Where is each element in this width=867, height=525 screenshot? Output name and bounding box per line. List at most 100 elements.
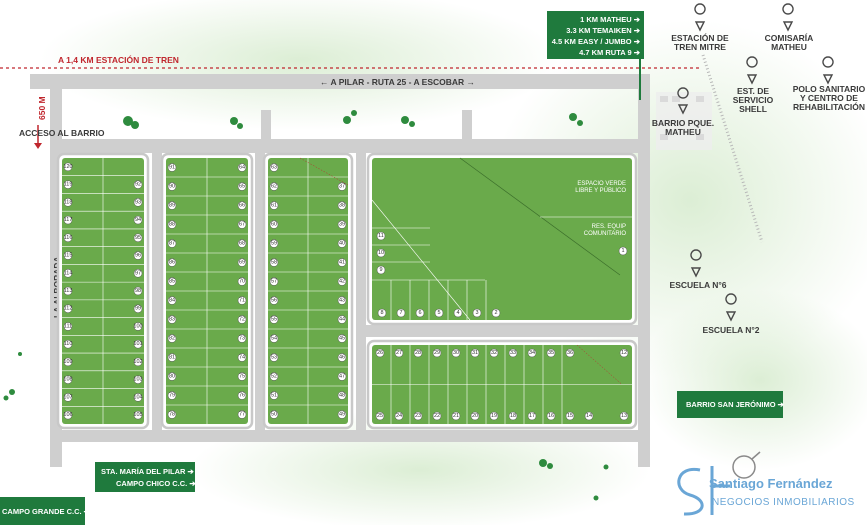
block-3-lot-60: 60 — [271, 222, 277, 228]
block-2-lot-86: 86 — [169, 260, 175, 266]
block-4-lot-9: 9 — [379, 267, 382, 273]
block-3-lot-62-marker — [269, 182, 279, 191]
block-3-lot-58: 58 — [271, 260, 277, 266]
block-4-lot-6: 6 — [418, 310, 421, 316]
lot-blocks: 1201191181171161151141131121111101091081… — [56, 152, 638, 430]
arrow-down-icon — [34, 143, 42, 149]
block-5-lot-19: 19 — [491, 413, 497, 419]
stub-road-1 — [261, 110, 271, 140]
main-road-label: ← A PILAR - RUTA 25 - A ESCOBAR → — [320, 77, 475, 87]
block-2-lot-77: 77 — [239, 412, 245, 418]
poi-comisaria: COMISARÍA MATHEU — [765, 3, 814, 52]
map-pin-icon — [782, 3, 794, 32]
block-1-lot-112: 112 — [64, 306, 73, 312]
block-2-lot-65-marker — [237, 182, 247, 191]
map-pin-icon — [677, 87, 689, 115]
block-1-lot-111-marker — [63, 322, 73, 331]
block-3-lot-47-marker — [337, 372, 347, 381]
res-equip-line1: RES. EQUIP — [592, 224, 626, 230]
svg-text:ESCUELA N°2: ESCUELA N°2 — [703, 325, 760, 335]
block-4-lot-7: 7 — [399, 310, 402, 316]
block-3-lot-61: 61 — [271, 203, 277, 209]
interior-road-a — [152, 139, 162, 442]
block-3-lot-47: 47 — [339, 374, 345, 380]
block-1-lot-100: 100 — [133, 323, 142, 329]
block-2-lot-85-marker — [167, 277, 177, 286]
poi-polo-sanitario: POLO SANITARIO Y CENTRO DE REHABILITACIÓ… — [793, 56, 866, 112]
sign-line-1: 1 KM MATHEU ➔ — [580, 15, 641, 24]
block-5-lot-16: 16 — [548, 413, 554, 419]
block-2-lot-76-marker — [237, 391, 247, 400]
block-3-lot-48-marker — [337, 391, 347, 400]
brand-logo: Santiago Fernández NEGOCIOS INMOBILIARIO… — [677, 451, 854, 516]
block-3-lot-46-marker — [337, 353, 347, 362]
block-1-lot-116: 116 — [64, 235, 73, 241]
block-3-lot-41: 41 — [339, 260, 345, 266]
block-2-lot-73-marker — [237, 334, 247, 343]
block-1-lot-108: 108 — [63, 377, 72, 383]
block-5-lot-20-marker — [470, 411, 480, 421]
block-2-lot-81-marker — [167, 353, 177, 362]
block-2-lot-76: 76 — [239, 393, 245, 399]
poi-estacion: ESTACIÓN DE TREN MITRE — [671, 3, 729, 52]
block-1-lot-98-marker — [133, 286, 143, 296]
block-3-lot-61-marker — [269, 201, 279, 210]
svg-text:COMISARÍA: COMISARÍA — [765, 33, 814, 43]
barrio-access-label: ACCESO AL BARRIO — [19, 128, 105, 138]
block-5-lot-27-marker — [394, 348, 404, 358]
block-2-lot-64-marker — [237, 163, 247, 172]
block-5-lot-25: 25 — [377, 413, 383, 419]
block-2-lot-89-marker — [167, 201, 177, 210]
block-2-lot-84: 84 — [169, 298, 175, 304]
block-5-lot-24-marker — [394, 411, 404, 421]
svg-text:SHELL: SHELL — [739, 104, 767, 114]
block-2-lot-65: 65 — [239, 184, 245, 190]
block-2-lot-73: 73 — [239, 336, 245, 342]
logo-monogram-icon — [677, 466, 730, 516]
block-1-lot-97: 97 — [135, 270, 141, 276]
interior-road-bottom — [50, 430, 650, 442]
block-5-lot-32: 32 — [491, 350, 497, 356]
block-5-lot-25-marker — [375, 411, 385, 421]
block-4-lot-4: 4 — [456, 310, 459, 316]
block-5-lot-13: 13 — [621, 413, 627, 419]
block-1-lot-103-marker — [133, 375, 143, 384]
svg-text:STA. MARÍA DEL PILAR ➔: STA. MARÍA DEL PILAR ➔ — [101, 467, 195, 476]
block-5-lot-27: 27 — [396, 350, 402, 356]
block-4-lot-8-marker — [377, 308, 387, 318]
svg-text:TREN MITRE: TREN MITRE — [674, 42, 726, 52]
block-5-lot-35-marker — [546, 348, 556, 358]
railway-track — [701, 54, 764, 243]
block-4-lot-5: 5 — [437, 310, 440, 316]
block-3-lot-55: 55 — [271, 317, 277, 323]
block-3-lot-63-marker — [269, 163, 279, 172]
espacio-verde-line2: LIBRE Y PÚBLICO — [575, 187, 626, 194]
svg-text:BARRIO PQUE.: BARRIO PQUE. — [652, 118, 714, 128]
svg-text:Y CENTRO DE: Y CENTRO DE — [800, 93, 858, 103]
block-1-lot-116-marker — [63, 233, 73, 243]
block-1-lot-113: 113 — [64, 288, 73, 294]
block-5-lot-29: 29 — [434, 350, 440, 356]
block-3-lot-40-marker — [337, 239, 347, 248]
block-3-lot-46: 46 — [339, 355, 345, 361]
block-2-lot-64: 64 — [239, 165, 245, 171]
block-2-lot-88: 88 — [169, 222, 175, 228]
block-5-lot-22-marker — [432, 411, 442, 421]
distances-sign: 1 KM MATHEU ➔ 3.3 KM TEMAIKEN ➔ 4.5 KM E… — [547, 11, 644, 100]
block-1-lot-96-marker — [133, 251, 143, 260]
san-jeronimo-sign: BARRIO SAN JERÓNIMO ➔ — [677, 391, 785, 418]
svg-text:BARRIO SAN JERÓNIMO ➔: BARRIO SAN JERÓNIMO ➔ — [686, 400, 785, 409]
block-1-lot-120-marker — [63, 162, 73, 172]
block-4-lot-2: 2 — [494, 310, 497, 316]
block-4-lot-3-marker — [472, 308, 482, 318]
block-3-lot-55-marker — [269, 315, 279, 324]
block-2-lot-82-marker — [167, 334, 177, 343]
block-5-lot-36: 36 — [567, 350, 573, 356]
block-4-lot-9-marker — [376, 265, 386, 275]
block-2-lot-81: 81 — [169, 355, 175, 361]
map-pin-icon — [822, 56, 834, 85]
espacio-verde-line1: ESPACIO VERDE — [577, 181, 626, 187]
block-1-lot-118-marker — [63, 198, 73, 207]
block-2-lot-70: 70 — [239, 279, 245, 285]
